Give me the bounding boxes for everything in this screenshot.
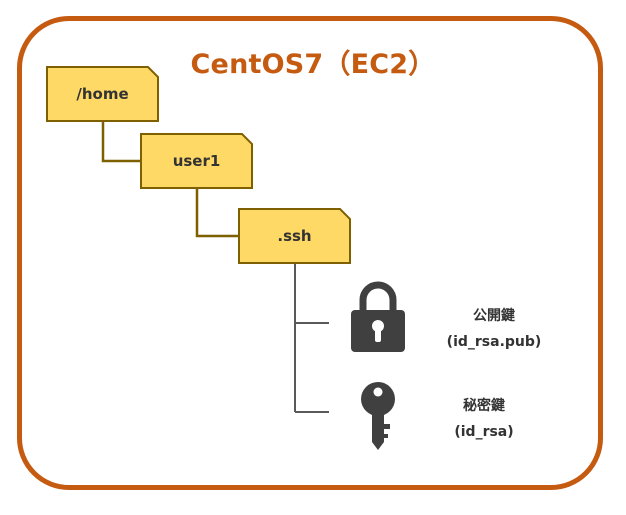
connector-ssh-files	[294, 264, 329, 413]
folder-ssh[interactable]: .ssh	[238, 208, 351, 264]
folder-label: .ssh	[277, 227, 312, 245]
public-key-name: 公開鍵	[473, 308, 515, 324]
connector-user1-ssh	[195, 189, 238, 238]
folder-shape	[46, 66, 159, 122]
folder-user1[interactable]: user1	[140, 133, 253, 189]
container-frame	[17, 16, 603, 490]
folder-home[interactable]: /home	[46, 66, 159, 122]
lock-icon	[351, 281, 405, 352]
private-key-filename: (id_rsa)	[454, 424, 514, 440]
public-key-filename: (id_rsa.pub)	[446, 334, 542, 350]
connector-home-user1	[101, 122, 140, 163]
folder-label: user1	[172, 152, 221, 170]
private-key-label: 秘密鍵 (id_rsa)	[414, 393, 554, 445]
folder-label: /home	[76, 85, 129, 103]
folder-shape	[238, 208, 351, 264]
public-key-label: 公開鍵 (id_rsa.pub)	[424, 303, 564, 355]
private-key-name: 秘密鍵	[463, 398, 505, 414]
key-icon	[361, 382, 395, 450]
diagram-title: CentOS7（EC2）	[190, 49, 436, 80]
folder-shape	[140, 133, 253, 189]
